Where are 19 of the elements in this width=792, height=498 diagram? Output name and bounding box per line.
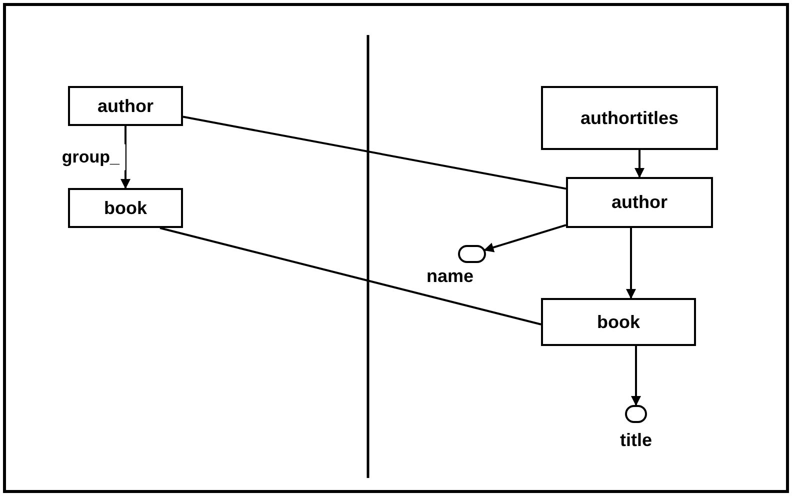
entity-box [566, 177, 713, 228]
entity-box [541, 86, 718, 150]
entity-box [541, 298, 696, 346]
node-label: book [597, 310, 640, 334]
node-caption: title [620, 429, 652, 452]
node-caption: name [426, 265, 474, 288]
arrow [631, 346, 641, 406]
entity-box [68, 86, 183, 126]
connector-line [160, 227, 542, 326]
arrow [626, 228, 636, 299]
arrow [120, 126, 130, 189]
node-label: author [98, 94, 154, 118]
node-label: authortitles [580, 106, 678, 130]
arrow [634, 150, 644, 178]
node-label: book [104, 196, 147, 220]
node-label: author [612, 191, 668, 214]
connector-line [182, 116, 566, 190]
entity-box [68, 188, 183, 228]
edge-label: group_ [62, 144, 126, 170]
